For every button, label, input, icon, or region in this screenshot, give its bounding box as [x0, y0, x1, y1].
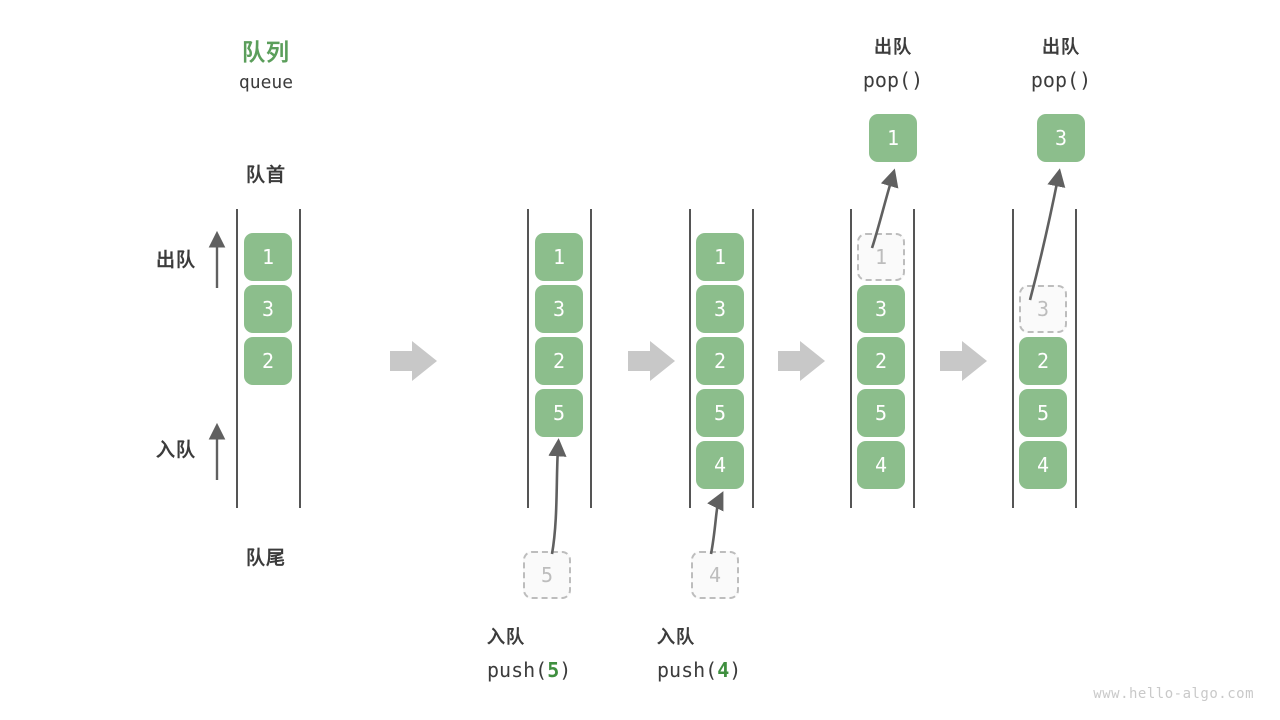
flow-arrow-4 [940, 341, 987, 381]
code-prefix: pop( [862, 68, 912, 92]
rail-left-step-5 [1012, 209, 1014, 508]
rail-left-step-2 [527, 209, 529, 508]
watermark: www.hello-algo.com [1093, 686, 1254, 702]
rail-right-step-1 [299, 209, 301, 508]
push-4-arrow [707, 491, 724, 555]
step-3-operation-label: 入队 [657, 627, 695, 647]
code-prefix: push( [657, 658, 718, 682]
queue-element: 5 [535, 389, 583, 437]
queue-element: 4 [696, 441, 744, 489]
code-suffix: ) [729, 658, 742, 682]
removed-element-ghost: 3 [1019, 285, 1067, 333]
enqueue-direction-label: 入队 [155, 440, 196, 461]
step-4-operation-code: pop() [833, 68, 953, 92]
queue-front-label: 队首 [245, 165, 286, 186]
code-argument: 4 [717, 658, 730, 682]
step-5-operation-label: 出队 [1042, 37, 1080, 57]
dequeue-direction-label: 出队 [155, 250, 196, 271]
push-5-arrow [548, 438, 567, 555]
queue-element: 2 [244, 337, 292, 385]
step-3-operation-code: push(4) [657, 658, 837, 682]
queue-element: 1 [244, 233, 292, 281]
rail-right-step-5 [1075, 209, 1077, 508]
queue-element: 1 [696, 233, 744, 281]
code-prefix: push( [487, 658, 548, 682]
code-suffix: ) [911, 68, 924, 92]
pop-3-arrow [1028, 168, 1066, 301]
queue-element: 3 [696, 285, 744, 333]
rail-left-step-4 [850, 209, 852, 508]
queue-element: 5 [1019, 389, 1067, 437]
code-suffix: ) [1079, 68, 1092, 92]
flow-arrow-1 [390, 341, 437, 381]
queue-element: 1 [535, 233, 583, 281]
queue-element: 2 [1019, 337, 1067, 385]
queue-element: 3 [244, 285, 292, 333]
rail-right-step-4 [913, 209, 915, 508]
flow-arrow-2 [628, 341, 675, 381]
queue-element: 2 [857, 337, 905, 385]
rail-left-step-3 [689, 209, 691, 508]
queue-element: 2 [696, 337, 744, 385]
queue-element: 4 [857, 441, 905, 489]
popped-element: 3 [1037, 114, 1085, 162]
step-5-operation-code: pop() [1001, 68, 1121, 92]
queue-title-cjk: 队列 [242, 39, 290, 65]
popped-element: 1 [869, 114, 917, 162]
incoming-element-ghost: 5 [523, 551, 571, 599]
queue-element: 2 [535, 337, 583, 385]
queue-element: 3 [857, 285, 905, 333]
flow-arrow-3 [778, 341, 825, 381]
code-suffix: ) [559, 658, 572, 682]
rail-right-step-3 [752, 209, 754, 508]
queue-rear-label: 队尾 [245, 548, 286, 569]
step-4-operation-label: 出队 [874, 37, 912, 57]
rail-left-step-1 [236, 209, 238, 508]
queue-element: 4 [1019, 441, 1067, 489]
rail-right-step-2 [590, 209, 592, 508]
code-argument: 5 [547, 658, 560, 682]
step-2-operation-code: push(5) [487, 658, 667, 682]
incoming-element-ghost: 4 [691, 551, 739, 599]
queue-title-en: queue [238, 72, 294, 93]
queue-element: 5 [857, 389, 905, 437]
step-2-operation-label: 入队 [487, 627, 525, 647]
queue-element: 5 [696, 389, 744, 437]
code-prefix: pop( [1030, 68, 1080, 92]
queue-element: 3 [535, 285, 583, 333]
removed-element-ghost: 1 [857, 233, 905, 281]
